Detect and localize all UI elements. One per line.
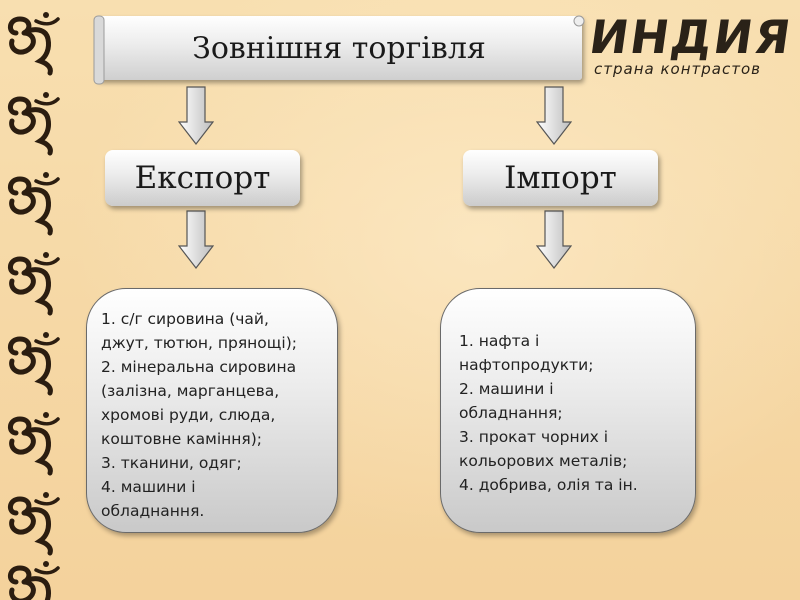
- om-icon: [6, 250, 66, 322]
- om-symbol-strip: [0, 0, 72, 600]
- export-list: 1. с/г сировина (чай, джут, тютюн, пряно…: [86, 288, 338, 533]
- export-list-item: 1. с/г сировина (чай,: [101, 310, 269, 328]
- export-heading: Експорт: [105, 150, 300, 206]
- down-arrow-icon: [536, 86, 572, 145]
- import-list-item: 4. добрива, олія та ін.: [459, 476, 638, 494]
- import-heading: Імпорт: [463, 150, 658, 206]
- export-list-item: 3. тканини, одяг;: [101, 454, 242, 472]
- export-list-item: 2. мінеральна сировина: [101, 358, 297, 376]
- om-icon: [6, 410, 66, 482]
- export-list-item: (залізна, марганцева,: [101, 382, 280, 400]
- logo-subtitle: страна контрастов: [594, 60, 761, 78]
- import-list-item: 3. прокат чорних і: [459, 428, 609, 446]
- export-list-item: обладнання.: [101, 502, 205, 520]
- import-list-item: обладнання;: [459, 404, 563, 422]
- page-title: Зовнішня торгівля: [192, 30, 486, 66]
- scroll-curl-right-icon: [573, 15, 585, 27]
- title-scroll-shape: [96, 16, 582, 80]
- export-list-item: джут, тютюн, прянощі);: [101, 334, 297, 352]
- import-list-item: нафтопродукти;: [459, 356, 594, 374]
- india-logo: ИНДИЯ страна контрастов: [586, 10, 795, 84]
- export-list-item: 4. машини і: [101, 478, 196, 496]
- down-arrow-icon: [178, 86, 214, 145]
- om-icon: [6, 90, 66, 162]
- logo-title: ИНДИЯ: [586, 10, 796, 64]
- om-icon: [6, 560, 66, 600]
- export-list-item: коштовне каміння);: [101, 430, 262, 448]
- om-icon: [6, 490, 66, 562]
- down-arrow-icon: [536, 210, 572, 269]
- scroll-curl-left-icon: [93, 15, 105, 85]
- import-list-item: 1. нафта і: [459, 332, 540, 350]
- import-list: 1. нафта і нафтопродукти; 2. машини і об…: [440, 288, 696, 533]
- title-banner: Зовнішня торгівля: [93, 12, 585, 85]
- om-icon: [6, 330, 66, 402]
- om-icon: [6, 170, 66, 242]
- import-list-item: кольорових металів;: [459, 452, 628, 470]
- import-list-item: 2. машини і: [459, 380, 554, 398]
- down-arrow-icon: [178, 210, 214, 269]
- export-list-item: хромові руди, слюда,: [101, 406, 276, 424]
- om-icon: [6, 10, 66, 82]
